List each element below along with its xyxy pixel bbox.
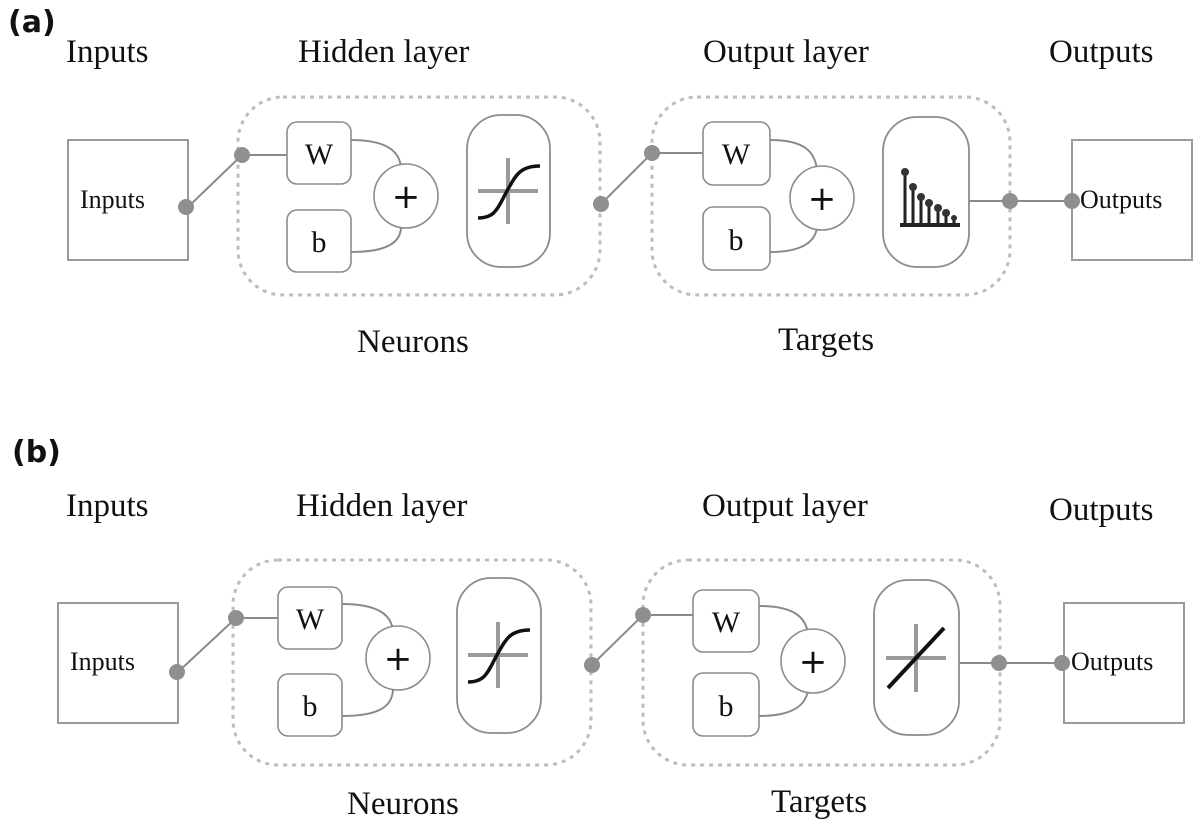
- inputs-heading: Inputs: [66, 34, 149, 70]
- hidden-bias-to-sum: [350, 227, 402, 253]
- hidden-caption: Neurons: [347, 786, 459, 822]
- input-node-dot: [169, 664, 185, 680]
- input-node-dot: [178, 199, 194, 215]
- output-entry-dot: [644, 145, 660, 161]
- output-weight-to-sum: [769, 139, 818, 171]
- inputs-box-label: Inputs: [70, 647, 135, 676]
- output-weight-label: W: [712, 606, 741, 639]
- hidden-layer-heading: Hidden layer: [298, 34, 469, 70]
- output-layer-heading: Output layer: [703, 34, 869, 70]
- output-caption: Targets: [771, 784, 867, 820]
- hidden-weight-label: W: [305, 138, 334, 171]
- hidden-sum-node: [365, 625, 431, 691]
- output-weight-box: [702, 121, 771, 186]
- hidden-weight-box: [277, 586, 343, 650]
- output-entry-dot: [635, 607, 651, 623]
- hidden-bias-label: b: [303, 690, 318, 723]
- outputs-heading: Outputs: [1049, 492, 1154, 528]
- output-bias-box: [702, 206, 771, 271]
- inputs-box-label: Inputs: [80, 185, 145, 214]
- hidden-entry-dot: [234, 147, 250, 163]
- hidden-caption: Neurons: [357, 324, 469, 360]
- hidden-layer-group: [236, 95, 602, 297]
- input-connector: [187, 154, 287, 208]
- output-bias-label: b: [729, 224, 744, 257]
- output-bias-to-sum: [758, 689, 809, 717]
- hidden-sum-node: [373, 163, 439, 229]
- output-weight-to-sum: [758, 605, 809, 635]
- sigmoid-icon: [477, 158, 541, 224]
- output-transfer-box: [882, 116, 970, 268]
- output-layer-heading: Output layer: [702, 488, 868, 524]
- hidden-sum-symbol: +: [392, 177, 421, 217]
- panel-b-label: (b): [12, 435, 61, 470]
- outputs-box-label: Outputs: [1071, 647, 1153, 676]
- inputs-heading: Inputs: [66, 488, 149, 524]
- hidden-bias-to-sum: [341, 689, 394, 717]
- output-bias-to-sum: [769, 227, 818, 253]
- output-weight-box: [692, 589, 760, 653]
- outputs-heading: Outputs: [1049, 34, 1154, 70]
- sigmoid-icon: [467, 622, 531, 688]
- output-sum-symbol: +: [808, 179, 837, 219]
- hidden-exit-dot: [593, 196, 609, 212]
- output-weight-label: W: [722, 138, 751, 171]
- hidden-sum-symbol: +: [384, 639, 413, 679]
- hidden-layer-heading: Hidden layer: [296, 488, 467, 524]
- input-connector: [177, 617, 278, 673]
- hidden-weight-label: W: [296, 603, 325, 636]
- output-sum-symbol: +: [799, 642, 828, 682]
- output-layer-group: [641, 558, 1002, 767]
- output-layer-group: [650, 95, 1012, 297]
- linear-icon: [886, 624, 946, 692]
- hidden-bias-label: b: [312, 226, 327, 259]
- panel-b: (b) Inputs Hidden layer Output layer Out…: [12, 435, 1185, 822]
- panel-a: (a) Inputs Hidden layer Output layer Out…: [8, 5, 1193, 360]
- softmax-icon: [900, 168, 960, 227]
- outputs-node-dot: [1064, 193, 1080, 209]
- outputs-node-dot: [1054, 655, 1070, 671]
- output-exit-dot: [1002, 193, 1018, 209]
- hidden-weight-box: [286, 121, 352, 185]
- panel-a-label: (a): [8, 5, 56, 40]
- output-bias-label: b: [719, 690, 734, 723]
- hidden-exit-dot: [584, 657, 600, 673]
- hidden-entry-dot: [228, 610, 244, 626]
- outputs-box: [1071, 139, 1193, 261]
- output-bias-box: [692, 672, 760, 737]
- hidden-weight-to-sum: [350, 139, 402, 169]
- output-sum-node: [789, 165, 855, 231]
- outputs-box-label: Outputs: [1080, 185, 1162, 214]
- hidden-bias-box: [286, 209, 352, 273]
- output-exit-dot: [991, 655, 1007, 671]
- output-caption: Targets: [778, 322, 874, 358]
- output-sum-node: [780, 628, 846, 694]
- inputs-box: [57, 602, 179, 724]
- hidden-bias-box: [277, 673, 343, 737]
